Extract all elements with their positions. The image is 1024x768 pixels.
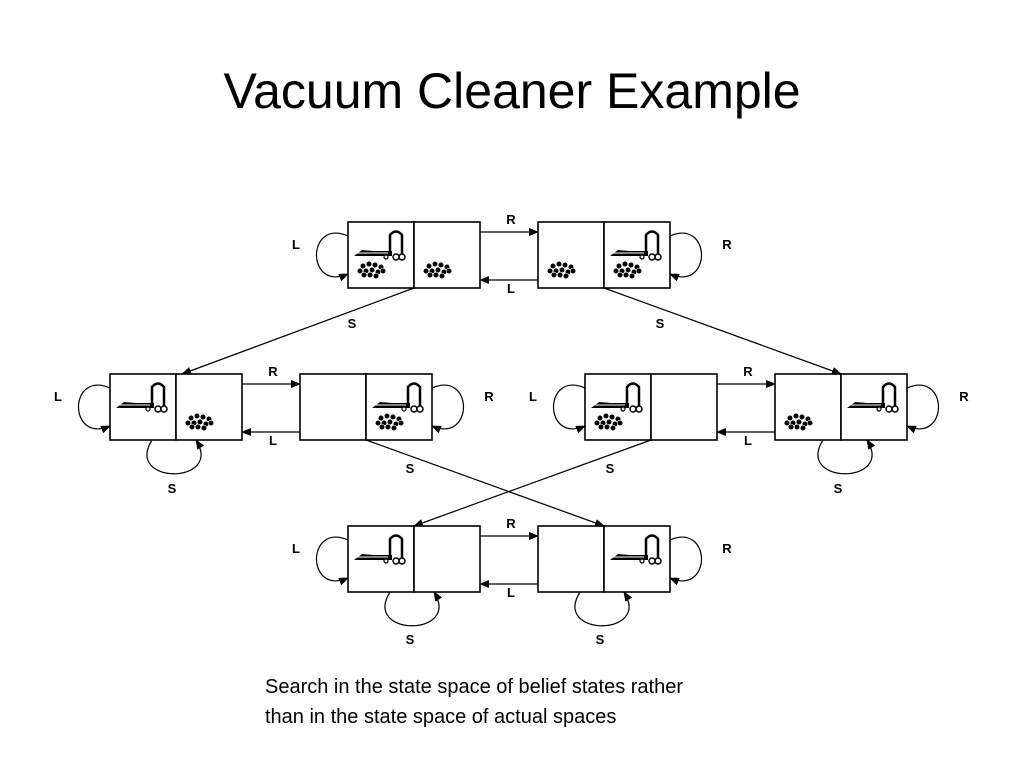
right-square (175, 373, 243, 441)
right-loop-label: R (959, 389, 969, 404)
self-loop-arrow (431, 384, 464, 434)
state-node-bottom-right (537, 525, 671, 593)
self-loop-arrow (669, 232, 702, 282)
state-node-mid-2 (299, 373, 433, 441)
state-node-bottom-left (347, 525, 481, 593)
transition-edges (78, 228, 939, 627)
left-square (774, 373, 842, 441)
suck-action-label: S (606, 461, 615, 476)
dirt-icon (593, 412, 624, 432)
right-loop-label: R (722, 237, 732, 252)
right-action-label: R (506, 516, 516, 531)
right-square (603, 525, 671, 593)
dirt-icon (783, 412, 814, 432)
left-loop-label: L (529, 389, 537, 404)
dirt-icon (546, 260, 577, 280)
right-loop-label: R (484, 389, 494, 404)
suck-loop-arrow (817, 439, 876, 475)
right-loop-label: R (722, 541, 732, 556)
suck-transition-arrow (181, 287, 415, 375)
suck-action-label: S (406, 461, 415, 476)
caption: Search in the state space of belief stat… (265, 672, 825, 732)
left-square (584, 373, 652, 441)
left-square (537, 221, 605, 289)
left-square (109, 373, 177, 441)
self-loop-arrow (316, 232, 349, 282)
state-node-top-left (347, 221, 481, 289)
dirt-icon (356, 260, 387, 280)
suck-loop-label: S (406, 632, 415, 647)
vacuum-icon (354, 534, 406, 565)
suck-loop-label: S (596, 632, 605, 647)
left-square (537, 525, 605, 593)
right-square (365, 373, 433, 441)
left-action-label: L (269, 433, 277, 448)
right-action-label: R (743, 364, 753, 379)
left-action-label: L (744, 433, 752, 448)
suck-loop-label: S (168, 481, 177, 496)
right-square (413, 525, 481, 593)
vacuum-icon (610, 534, 662, 565)
right-action-label: R (506, 212, 516, 227)
right-square (603, 221, 671, 289)
state-nodes (109, 221, 908, 593)
left-action-label: L (507, 585, 515, 600)
right-action-label: R (268, 364, 278, 379)
suck-action-label: S (656, 316, 665, 331)
self-loop-arrow (906, 384, 939, 434)
suck-loop-arrow (384, 591, 443, 627)
suck-loop-label: S (834, 481, 843, 496)
vacuum-icon (847, 382, 899, 413)
suck-transition-arrow (413, 439, 652, 527)
self-loop-arrow (669, 536, 702, 586)
suck-transition-arrow (365, 439, 605, 527)
state-node-top-right (537, 221, 671, 289)
left-square (347, 221, 415, 289)
self-loop-arrow (553, 384, 586, 434)
vacuum-icon (591, 382, 643, 413)
action-labels: R L R L R L R L L L L L R R R R S S S S S S S S (54, 212, 969, 647)
suck-loop-arrow (146, 439, 205, 475)
right-square (650, 373, 718, 441)
suck-action-label: S (348, 316, 357, 331)
caption-line-1: Search in the state space of belief stat… (265, 676, 684, 698)
left-loop-label: L (292, 237, 300, 252)
state-node-mid-4 (774, 373, 908, 441)
dirt-icon (374, 412, 405, 432)
state-node-mid-3 (584, 373, 718, 441)
self-loop-arrow (316, 536, 349, 586)
left-loop-label: L (292, 541, 300, 556)
dirt-icon (612, 260, 643, 280)
state-node-mid-1 (109, 373, 243, 441)
suck-transition-arrow (603, 287, 842, 375)
left-loop-label: L (54, 389, 62, 404)
left-action-label: L (507, 281, 515, 296)
caption-line-2: than in the state space of actual spaces (265, 706, 617, 728)
dirt-icon (184, 412, 215, 432)
slide-title: Vacuum Cleaner Example (223, 63, 801, 119)
right-square (413, 221, 481, 289)
right-square (840, 373, 908, 441)
dirt-icon (422, 260, 453, 280)
vacuum-icon (354, 230, 406, 261)
vacuum-icon (116, 382, 168, 413)
suck-loop-arrow (574, 591, 633, 627)
vacuum-icon (610, 230, 662, 261)
self-loop-arrow (78, 384, 111, 434)
left-square (299, 373, 367, 441)
left-square (347, 525, 415, 593)
vacuum-icon (372, 382, 424, 413)
